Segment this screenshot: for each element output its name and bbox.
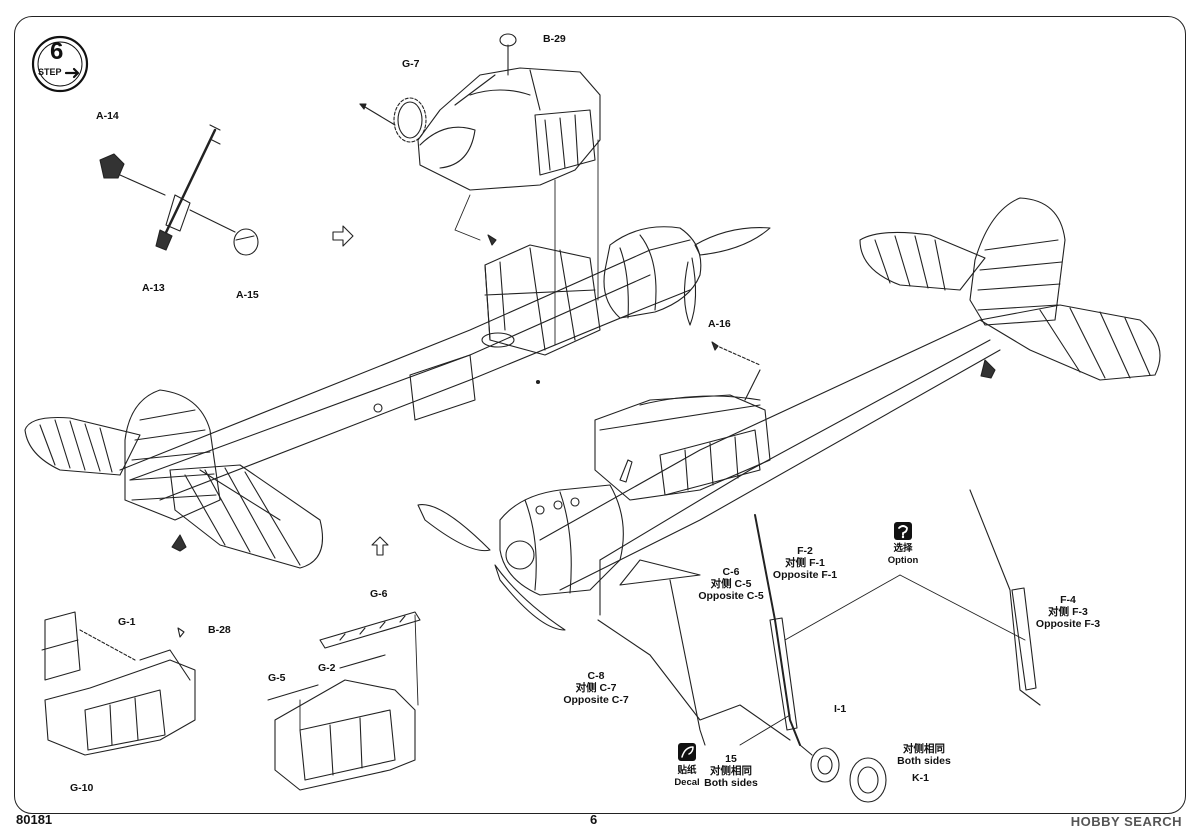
label-a16: A-16 — [708, 318, 731, 330]
label-g5: G-5 — [268, 672, 286, 684]
label-b28: B-28 — [208, 624, 231, 636]
label-a13: A-13 — [142, 282, 165, 294]
landing-gear-part — [597, 489, 1041, 803]
cabin-canopy-part — [417, 33, 601, 346]
callout-decal-15: 15 对侧相同 Both sides — [704, 753, 758, 789]
label-g7: G-7 — [402, 58, 420, 70]
g7-disc-part — [359, 97, 427, 143]
label-k1: K-1 — [912, 772, 929, 784]
label-g2: G-2 — [318, 662, 336, 674]
label-b29: B-29 — [543, 33, 566, 45]
step-number: 6 — [50, 38, 64, 65]
callout-wheel-both-sides: 对侧相同 Both sides — [897, 743, 951, 767]
label-g1: G-1 — [118, 616, 136, 628]
product-code: 80181 — [16, 812, 53, 827]
callout-f2: F-2 对侧 F-1 Opposite F-1 — [772, 545, 838, 581]
callout-c6: C-6 对侧 C-5 Opposite C-5 — [698, 566, 764, 602]
label-a14: A-14 — [96, 110, 119, 122]
label-i1: I-1 — [834, 703, 847, 715]
callout-c8: C-8 对侧 C-7 Opposite C-7 — [563, 670, 629, 706]
question-icon — [894, 522, 912, 540]
step-badge-icon — [31, 35, 89, 93]
decal-icon — [678, 743, 696, 761]
page-number: 6 — [590, 812, 598, 827]
watermark: HOBBY SEARCH — [1070, 814, 1182, 829]
label-a15: A-15 — [236, 289, 259, 301]
option-caption: 选择 Option — [887, 543, 919, 566]
callout-f4: F-4 对侧 F-3 Opposite F-3 — [1035, 594, 1101, 630]
interior-g6-part — [267, 611, 421, 791]
airplane-upper-drawing — [24, 226, 771, 569]
page-border — [14, 16, 1186, 814]
interior-g10-part — [41, 611, 196, 756]
step-word: STEP — [38, 67, 62, 77]
airplane-lower-drawing — [417, 197, 1161, 631]
decal-caption: 贴纸 Decal — [674, 765, 700, 788]
label-g10: G-10 — [70, 782, 94, 794]
label-g6: G-6 — [370, 588, 388, 600]
machine-gun-part — [99, 124, 259, 256]
